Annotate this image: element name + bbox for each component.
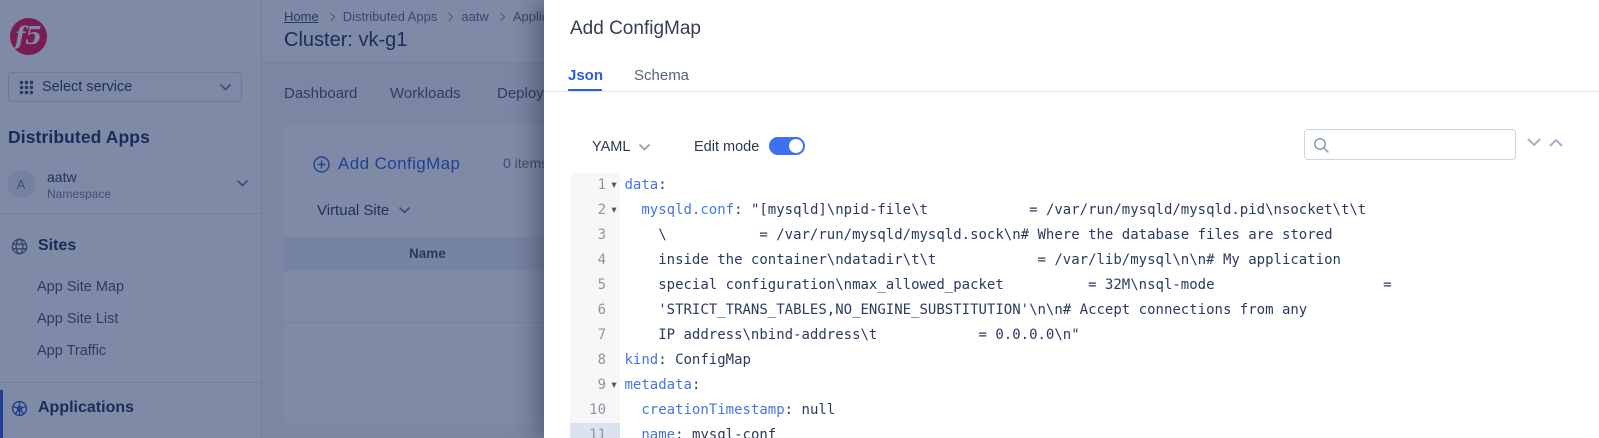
line-number: 6 (597, 302, 606, 318)
chevron-down-icon (639, 143, 651, 151)
tabs-bottom-border (544, 91, 1599, 92)
yaml-editor[interactable]: 1 ▾ data: 2 ▾ mysqld.conf: "[mysqld]\npid-fi… (544, 173, 1599, 438)
token-key: creationTimestamp (641, 402, 785, 418)
code-text: kind: ConfigMap (625, 348, 751, 373)
editor-line-10[interactable]: 10 creationTimestamp: null (544, 398, 1599, 423)
token-str: inside the container\ndatadir\t\t = /var… (624, 252, 1341, 268)
line-number: 2 (597, 202, 606, 218)
editor-line-5[interactable]: 5 special configuration\nmax_allowed_pac… (544, 273, 1599, 298)
token-str: null (801, 402, 836, 418)
code-text: IP address\nbind-address\t = 0.0.0.0\n" (624, 323, 1080, 348)
search-prev-icon[interactable] (1549, 138, 1563, 147)
token-str: IP address\nbind-address\t = 0.0.0.0\n" (624, 327, 1080, 343)
editor-line-4[interactable]: 4 inside the container\ndatadir\t\t = /v… (544, 248, 1599, 273)
format-select[interactable]: YAML (592, 139, 651, 155)
token-pun: : (691, 377, 701, 393)
token-pun (625, 402, 642, 418)
token-key: metadata (624, 377, 692, 393)
line-number: 5 (597, 277, 606, 293)
token-key: kind (624, 352, 659, 368)
editor-gutter (570, 173, 620, 438)
code-text: 'STRICT_TRANS_TABLES,NO_ENGINE_SUBSTITUT… (624, 298, 1308, 323)
token-str: special configuration\nmax_allowed_packe… (624, 277, 1392, 293)
tab-json[interactable]: Json (568, 67, 604, 84)
toggle-knob (789, 139, 803, 153)
editor-line-9[interactable]: 9 ▾ metadata: (544, 373, 1599, 398)
token-pun (625, 202, 642, 218)
token-pun: : (658, 352, 676, 368)
token-str: mysql-conf (691, 427, 777, 438)
search-input[interactable] (1335, 130, 1510, 159)
search-icon (1314, 138, 1329, 153)
token-pun (625, 427, 642, 438)
token-key: mysqld.conf (641, 202, 735, 218)
editor-line-3[interactable]: 3 \ = /var/run/mysqld/mysqld.sock\n# Whe… (544, 223, 1599, 248)
active-line-gutter-highlight (570, 423, 620, 438)
edit-mode-label: Edit mode (694, 139, 760, 155)
fold-arrow-icon[interactable]: ▾ (611, 379, 617, 391)
code-text: metadata: (625, 373, 701, 398)
code-text: \ = /var/run/mysqld/mysqld.sock\n# Where… (624, 223, 1333, 248)
editor-line-8[interactable]: 8 kind: ConfigMap (544, 348, 1599, 373)
token-pun: : (734, 202, 751, 218)
line-number: 4 (597, 252, 606, 268)
code-text: inside the container\ndatadir\t\t = /var… (625, 248, 1341, 273)
format-select-value: YAML (592, 139, 631, 155)
code-text: name: mysql-conf (625, 423, 777, 438)
editor-line-7[interactable]: 7 IP address\nbind-address\t = 0.0.0.0\n… (544, 323, 1599, 348)
fold-arrow-icon[interactable]: ▾ (611, 204, 617, 216)
panel-title: Add ConfigMap (570, 18, 701, 39)
search-next-icon[interactable] (1527, 138, 1541, 147)
add-configmap-panel: Add ConfigMap Json Schema YAML Edit mode… (544, 0, 1599, 438)
search-box (1304, 129, 1516, 160)
token-key: data (624, 177, 659, 193)
token-str: "[mysqld]\npid-file\t = /var/run/mysqld/… (750, 202, 1367, 218)
token-pun: : (675, 427, 692, 438)
token-pun: : (658, 177, 667, 193)
code-text: mysqld.conf: "[mysqld]\npid-file\t = /va… (625, 198, 1367, 223)
line-number: 11 (589, 427, 606, 438)
code-text: data: (625, 173, 667, 198)
token-str: 'STRICT_TRANS_TABLES,NO_ENGINE_SUBSTITUT… (624, 302, 1308, 318)
line-number: 8 (597, 352, 606, 368)
line-number: 9 (597, 377, 606, 393)
token-str: \ = /var/run/mysqld/mysqld.sock\n# Where… (624, 227, 1333, 243)
line-number: 1 (597, 177, 606, 193)
code-text: special configuration\nmax_allowed_packe… (624, 273, 1392, 298)
token-str: ConfigMap (675, 352, 751, 368)
token-key: name (641, 427, 676, 438)
code-text: creationTimestamp: null (625, 398, 836, 423)
tab-schema[interactable]: Schema (634, 67, 690, 84)
editor-line-6[interactable]: 6 'STRICT_TRANS_TABLES,NO_ENGINE_SUBSTIT… (544, 298, 1599, 323)
line-number: 7 (597, 327, 606, 343)
editor-line-2[interactable]: 2 ▾ mysqld.conf: "[mysqld]\npid-file\t = … (544, 198, 1599, 223)
modal-scrim[interactable] (0, 0, 544, 438)
line-number: 3 (597, 227, 606, 243)
edit-mode-toggle[interactable] (769, 137, 805, 155)
fold-arrow-icon[interactable]: ▾ (611, 179, 617, 191)
token-pun: : (784, 402, 802, 418)
tab-json-active-underline (568, 89, 602, 92)
editor-line-11[interactable]: 11 name: mysql-conf (544, 423, 1599, 438)
line-number: 10 (589, 402, 606, 418)
editor-line-1[interactable]: 1 ▾ data: (544, 173, 1599, 198)
